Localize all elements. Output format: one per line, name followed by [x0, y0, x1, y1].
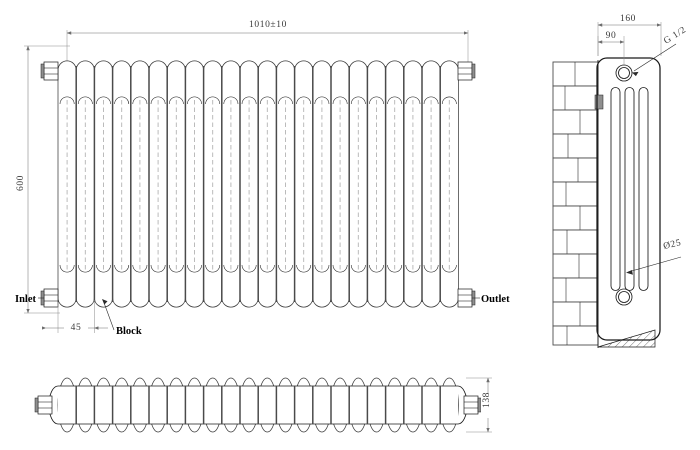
side-view-body-outline [596, 57, 661, 341]
side-tube-diameter-callout-text: Ø25 [662, 238, 682, 252]
front-view-group: 1010±10 600 [14, 17, 510, 337]
side-thread-callout-text: G 1/2 [662, 25, 688, 46]
plan-column-separators [75, 386, 441, 424]
front-inlet-nipple-top [40, 61, 59, 81]
side-tube-diameter-callout: Ø25 [626, 238, 682, 275]
plan-depth-dimension: 138 [466, 377, 494, 433]
front-pitch-dimension-text: 45 [71, 323, 82, 333]
side-port-offset-dimension: 90 [597, 28, 625, 66]
side-depth-dimension-text: 160 [620, 14, 636, 24]
inlet-label-group: Inlet [15, 294, 44, 305]
block-label: Block [116, 326, 142, 337]
front-width-dimension: 1010±10 [66, 17, 469, 62]
side-view-bracket-pad [594, 94, 604, 110]
front-column-inner-arcs [59, 96, 457, 273]
front-column-array [57, 60, 459, 308]
side-view-bottom-port[interactable] [615, 288, 633, 306]
front-height-dimension: 600 [14, 45, 70, 314]
plan-view-group: 138 [34, 377, 494, 433]
plan-outlet-nipple[interactable] [463, 395, 482, 415]
side-view-group: 160 90 G 1/2 Ø25 [552, 11, 688, 348]
front-height-dimension-text: 600 [16, 175, 26, 191]
block-label-group: Block [102, 299, 142, 337]
front-column-centerlines [66, 100, 450, 270]
front-column-separators [75, 66, 441, 302]
front-outlet-nipple-top [457, 61, 476, 81]
side-view-wall [552, 61, 599, 346]
side-view-top-port[interactable] [615, 64, 633, 82]
plan-depth-dimension-text: 138 [482, 392, 492, 408]
front-width-dimension-text: 1010±10 [249, 20, 287, 30]
outlet-label-group: Outlet [472, 294, 510, 305]
side-view-tubes [610, 87, 649, 291]
side-port-offset-dimension-text: 90 [606, 31, 617, 41]
front-pitch-dimension: 45 [41, 300, 108, 333]
outlet-label: Outlet [481, 294, 510, 305]
side-view-bottom-bracket [597, 329, 656, 348]
inlet-label: Inlet [15, 294, 37, 305]
plan-inlet-nipple[interactable] [34, 395, 53, 415]
